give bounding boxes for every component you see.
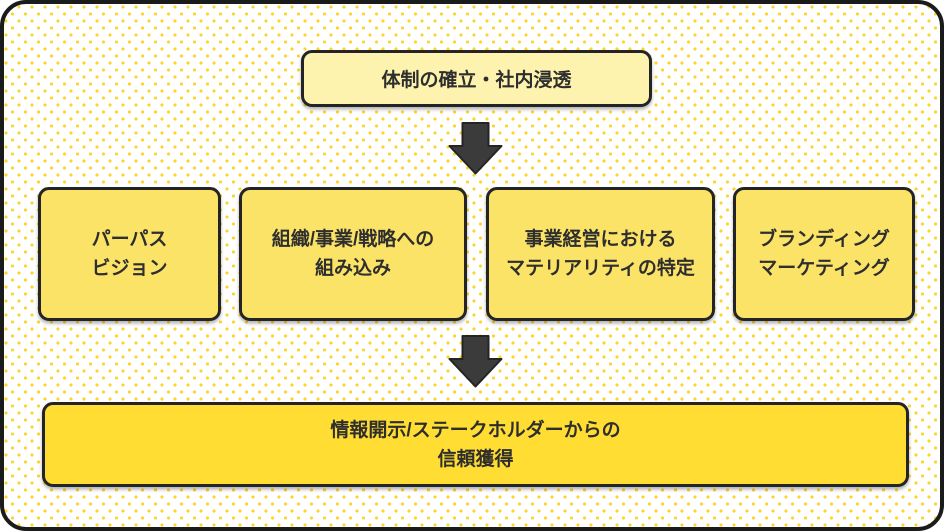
flow-step-label-line: パーパス [91, 229, 168, 250]
flow-step-label-line: ブランディング [758, 229, 890, 250]
flow-step-purpose-vision: パーパス ビジョン [38, 187, 221, 321]
flow-step-label-line: 情報開示/ステークホルダーからの [330, 419, 621, 441]
flow-step-label-line: 事業経営における [524, 229, 677, 250]
flow-step-label-line: ビジョン [91, 258, 168, 279]
down-arrow-icon [448, 122, 503, 175]
flow-step-disclosure-trust: 情報開示/ステークホルダーからの 信頼獲得 [42, 402, 909, 487]
flow-step-top: 体制の確立・社内浸透 [301, 50, 652, 107]
flow-step-org-business-strategy: 組織/事業/戦略への 組み込み [239, 187, 467, 321]
flow-step-label-line: 信頼獲得 [437, 448, 514, 470]
flow-step-label-line: 組み込み [314, 258, 391, 279]
flow-step-branding-marketing: ブランディング マーケティング [733, 187, 915, 321]
flow-step-label-line: マテリアリティの特定 [506, 258, 695, 279]
flow-step-label-line: マーケティング [758, 258, 890, 279]
flow-step-top-label: 体制の確立・社内浸透 [381, 70, 572, 91]
flow-step-label-line: 組織/事業/戦略への [271, 229, 435, 250]
flow-step-materiality: 事業経営における マテリアリティの特定 [486, 187, 715, 321]
down-arrow-icon [448, 335, 503, 388]
